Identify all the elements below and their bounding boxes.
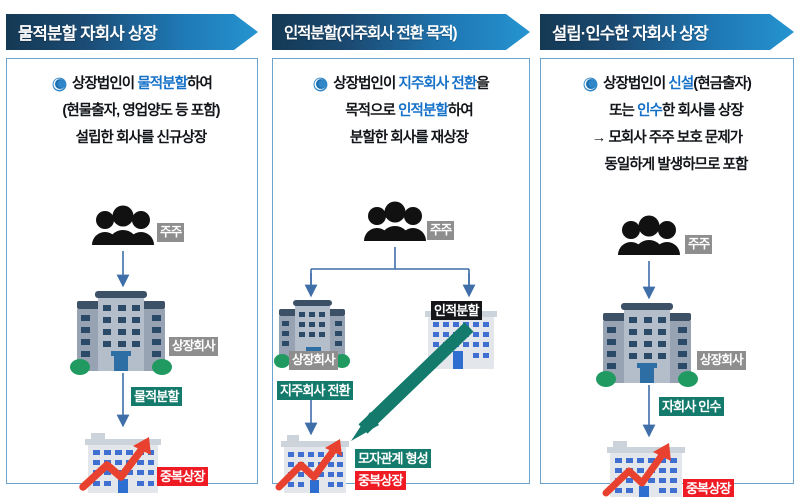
step-label: 지주회사 전환 (277, 381, 353, 400)
banner-arrow-shape (6, 14, 258, 50)
shareholders-icon (92, 205, 154, 245)
diagram-svg (70, 205, 172, 493)
diagram-personnel-split (273, 59, 529, 493)
panel-body: 상장법인이 신설(현금출자) 또는 인수한 회사를 상장 → 모회사 주주 보호… (540, 58, 794, 497)
description-line: 상장법인이 지주회사 전환을 (279, 71, 523, 98)
relation-label: 모자관계 형성 (355, 449, 431, 468)
description-text: 분할한 회사를 재상장 (349, 130, 469, 146)
parent-company-label: 상장회사 (697, 351, 746, 370)
diagram-svg (274, 201, 497, 493)
description-text: (현물출자, 영업양도 등 포함) (62, 103, 220, 119)
duplicate-listed-building (281, 435, 349, 493)
panel-header-banner: 물적분할 자회사 상장 (6, 14, 258, 50)
shareholders-label: 주주 (685, 235, 713, 254)
diagram-svg (596, 215, 698, 497)
description-line: 설립한 회사를 신규상장 (13, 125, 251, 152)
description-text: 또는 인수한 회사를 상장 (609, 103, 744, 119)
panel-body: 상장법인이 지주회사 전환을 목적으로 인적분할하여 분할한 회사를 재상장 (272, 58, 530, 493)
description-text: → 모회사 주주 보호 문제가 (591, 130, 743, 146)
description-text: 동일하게 발생하므로 포함 (604, 157, 748, 173)
description-text: 설립한 회사를 신규상장 (75, 130, 208, 146)
growth-arrow-icon (602, 443, 671, 497)
shareholders-label: 주주 (157, 223, 185, 242)
growth-arrow-icon (275, 439, 342, 491)
swirl-bullet-icon (313, 77, 328, 92)
listed-company-building (596, 303, 698, 387)
panel-header-banner: 설립·인수한 자회사 상장 (540, 14, 794, 50)
step-label: 자회사 인수 (659, 397, 724, 416)
description-text: 상장법인이 물적분할하여 (72, 76, 213, 92)
panel-header-title: 인적분할(지주회사 전환 목적) (284, 25, 458, 42)
description-line: 목적으로 인적분할하여 (279, 98, 523, 125)
panel-header-title: 물적분할 자회사 상장 (18, 25, 158, 43)
result-label: 중복상장 (157, 467, 208, 486)
panel-header-title: 설립·인수한 자회사 상장 (552, 25, 709, 43)
description-line: 동일하게 발생하므로 포함 (547, 152, 787, 179)
panel-description: 상장법인이 지주회사 전환을 목적으로 인적분할하여 분할한 회사를 재상장 (273, 71, 529, 152)
panel-description: 상장법인이 신설(현금출자) 또는 인수한 회사를 상장 → 모회사 주주 보호… (541, 71, 793, 179)
panel-body: 상장법인이 물적분할하여 (현물출자, 영업양도 등 포함) 설립한 회사를 신… (6, 58, 258, 493)
branch-connector (310, 247, 470, 285)
description-line: 또는 인수한 회사를 상장 (547, 98, 787, 125)
description-line: → 모회사 주주 보호 문제가 (547, 125, 787, 152)
description-text: 목적으로 인적분할하여 (345, 103, 473, 119)
listed-company-building (70, 291, 172, 375)
diagram-physical-split (7, 59, 257, 493)
panel-personnel-split: 인적분할(지주회사 전환 목적) 상장법인이 지주회사 전환을 (272, 14, 530, 493)
diagram-establish-acquire (541, 59, 793, 497)
duplicate-listed-building (85, 433, 161, 493)
result-label: 중복상장 (683, 479, 734, 497)
panel-description: 상장법인이 물적분할하여 (현물출자, 영업양도 등 포함) 설립한 회사를 신… (7, 71, 257, 152)
parent-subsidiary-relation-arrow (351, 322, 474, 441)
panel-physical-split: 물적분할 자회사 상장 상장법인이 물적분할하여 (6, 14, 258, 493)
description-text: 상장법인이 지주회사 전환을 (333, 76, 489, 92)
description-line: (현물출자, 영업양도 등 포함) (13, 98, 251, 125)
parent-company-label: 상장회사 (169, 337, 218, 356)
panel-establish-acquire: 설립·인수한 자회사 상장 상장법인이 신설(현금출자) (540, 14, 794, 497)
parent-company-label: 상장회사 (289, 351, 338, 370)
duplicate-listed-building (607, 441, 685, 497)
split-label: 인적분할 (431, 301, 482, 320)
swirl-bullet-icon (583, 77, 598, 92)
step-label: 물적분할 (131, 387, 182, 406)
swirl-bullet-icon (52, 77, 67, 92)
banner-arrow-shape (540, 14, 794, 50)
banner-arrow-shape (272, 14, 530, 50)
description-text: 상장법인이 신설(현금출자) (603, 76, 752, 92)
growth-arrow-icon (79, 437, 151, 491)
shareholders-icon (364, 201, 426, 241)
shareholders-label: 주주 (427, 221, 455, 240)
shareholders-icon (618, 215, 680, 255)
result-label: 중복상장 (355, 471, 406, 490)
panel-header-banner: 인적분할(지주회사 전환 목적) (272, 14, 530, 50)
description-line: 분할한 회사를 재상장 (279, 125, 523, 152)
description-line: 상장법인이 신설(현금출자) (547, 71, 787, 98)
description-line: 상장법인이 물적분할하여 (13, 71, 251, 98)
